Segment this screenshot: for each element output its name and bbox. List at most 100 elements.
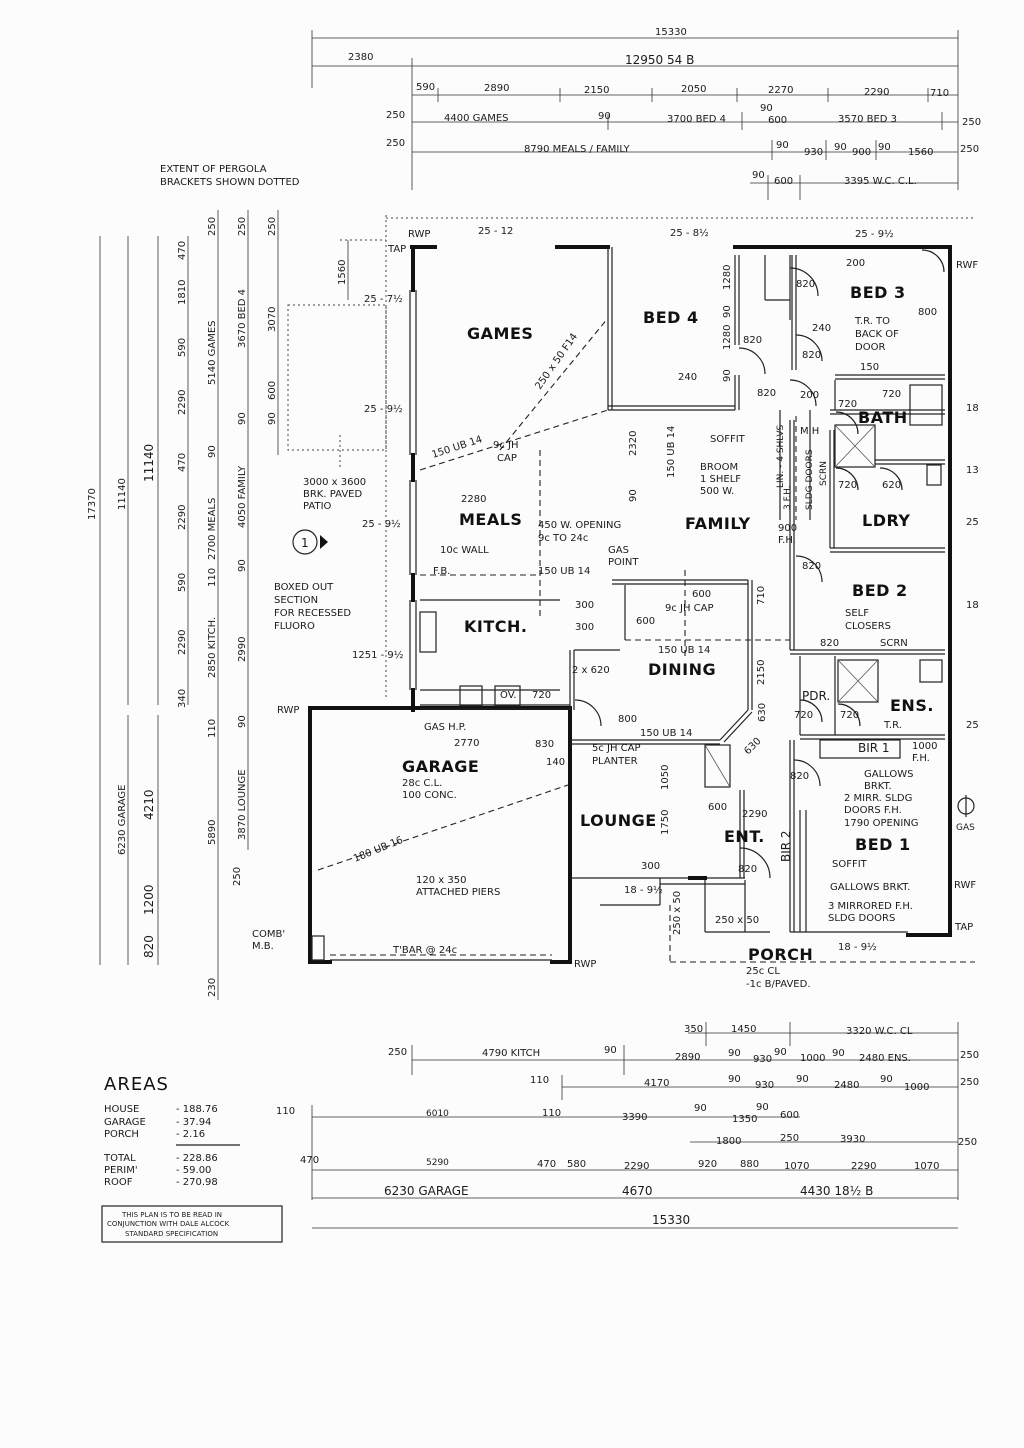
note-boxed-3: FOR RECESSED bbox=[274, 608, 351, 619]
note-300-b: 300 bbox=[575, 622, 594, 633]
bdim-250-c: 250 bbox=[960, 1077, 979, 1088]
dim-90-d: 90 bbox=[834, 142, 847, 153]
pergola-outline bbox=[287, 215, 975, 700]
note-garage-1: 28c C.L. bbox=[402, 778, 442, 789]
note-25-a: 25 bbox=[966, 517, 979, 528]
note-porch-2: -1c B/PAVED. bbox=[746, 979, 811, 990]
dim-250-d: 250 bbox=[960, 144, 979, 155]
bdim-110-a: 110 bbox=[530, 1075, 549, 1086]
area-porch-label: PORCH bbox=[104, 1129, 139, 1140]
note-gas-1: GAS bbox=[608, 545, 629, 556]
beams bbox=[317, 317, 609, 871]
note-soffit-2: SOFFIT bbox=[832, 859, 868, 870]
note-2280: 2280 bbox=[461, 494, 486, 505]
bdim-1000-a: 1000 bbox=[800, 1053, 825, 1064]
note-2290: 2290 bbox=[742, 809, 767, 820]
note-830: 830 bbox=[535, 739, 554, 750]
note-gallows-1: GALLOWS bbox=[864, 769, 913, 780]
footnote-line2: CONJUNCTION WITH DALE ALCOCK bbox=[107, 1220, 230, 1228]
plan-notes: RWP TAP RWF TAP 25 - 12 25 - 8½ 25 - 9½ … bbox=[252, 226, 979, 990]
bdim-2290-a: 2290 bbox=[624, 1161, 649, 1172]
bdim-250-a: 250 bbox=[388, 1047, 407, 1058]
note-mirr3-2: SLDG DOORS bbox=[828, 913, 895, 924]
room-bed3: BED 3 bbox=[850, 283, 906, 302]
bdim-90-e: 90 bbox=[728, 1074, 741, 1085]
note-piers-1: 120 x 350 bbox=[416, 875, 466, 886]
dim-340: 340 bbox=[177, 689, 188, 708]
note-1790: 1790 OPENING bbox=[844, 818, 919, 829]
note-150: 150 bbox=[860, 362, 879, 373]
dim-110-a: 110 bbox=[207, 568, 218, 587]
bdim-90-f: 90 bbox=[796, 1074, 809, 1085]
room-garage: GARAGE bbox=[402, 757, 479, 776]
pergola-note-line2: BRACKETS SHOWN DOTTED bbox=[160, 177, 300, 188]
note-tr-2: BACK OF bbox=[855, 329, 899, 340]
dim-2380: 2380 bbox=[348, 52, 373, 63]
dim-250-b: 250 bbox=[962, 117, 981, 128]
area-porch-value: - 2.16 bbox=[176, 1129, 205, 1140]
note-rwf-bottom: RWF bbox=[954, 880, 976, 891]
footnote-line1: THIS PLAN IS TO BE READ IN bbox=[121, 1211, 222, 1219]
note-2320: 2320 bbox=[628, 431, 639, 456]
note-3fh: 3 F.H. bbox=[783, 485, 793, 510]
bdim-110-b: 110 bbox=[276, 1106, 295, 1117]
room-ent: ENT. bbox=[724, 827, 765, 846]
note-b25-7: 25 - 7½ bbox=[364, 293, 403, 305]
dim-90-c: 90 bbox=[776, 140, 789, 151]
dim-1200: 1200 bbox=[142, 884, 156, 915]
note-140: 140 bbox=[546, 757, 565, 768]
bdim-90-g: 90 bbox=[880, 1074, 893, 1085]
dim-600-a: 600 bbox=[768, 115, 787, 126]
room-bir2: BIR 2 bbox=[779, 830, 793, 862]
dim-90-b: 90 bbox=[760, 103, 773, 114]
dim-11140-a: 11140 bbox=[117, 478, 128, 510]
area-roof-value: - 270.98 bbox=[176, 1177, 218, 1188]
dim-590-b: 590 bbox=[177, 573, 188, 592]
bdim-4790-kitch: 4790 KITCH bbox=[482, 1048, 540, 1059]
note-820-a: 820 bbox=[796, 279, 815, 290]
note-240-b: 240 bbox=[812, 323, 831, 334]
area-total-label: TOTAL bbox=[103, 1153, 136, 1164]
dim-12950: 12950 54 B bbox=[625, 53, 694, 67]
bdim-110-c: 110 bbox=[542, 1108, 561, 1119]
dim-250-e: 250 bbox=[207, 217, 218, 236]
room-labels: GAMES BED 4 BED 3 BATH LDRY BED 2 MEALS … bbox=[402, 283, 933, 964]
note-1280-a: 1280 bbox=[722, 265, 733, 290]
dim-600-c: 600 bbox=[267, 381, 278, 400]
note-150ub14-c: 150 UB 14 bbox=[666, 426, 677, 478]
note-rwp-right: RWF bbox=[956, 260, 978, 271]
dim-2290-b: 2290 bbox=[177, 505, 188, 530]
note-gas-hp: GAS H.P. bbox=[424, 722, 466, 733]
room-bed4: BED 4 bbox=[643, 308, 699, 327]
note-720-d: 720 bbox=[532, 690, 551, 701]
internal-walls bbox=[419, 247, 945, 933]
note-820-e: 820 bbox=[802, 561, 821, 572]
room-bed1: BED 1 bbox=[855, 835, 911, 854]
note-90-a: 90 bbox=[628, 489, 639, 502]
dim-1810: 1810 bbox=[177, 280, 188, 305]
top-dimensions: 15330 2380 12950 54 B 590 2890 2150 2050… bbox=[311, 27, 981, 200]
dim-90-e: 90 bbox=[878, 142, 891, 153]
room-ldry: LDRY bbox=[862, 511, 911, 530]
room-meals: MEALS bbox=[459, 510, 522, 529]
bdim-1000-b: 1000 bbox=[904, 1082, 929, 1093]
note-b25-9b: 25 - 9½ bbox=[362, 518, 401, 530]
room-dining: DINING bbox=[648, 660, 716, 679]
dim-470-b: 470 bbox=[177, 453, 188, 472]
note-opening-2: 9c TO 24c bbox=[538, 533, 588, 544]
dim-90-f: 90 bbox=[752, 170, 765, 181]
dim-2150: 2150 bbox=[584, 85, 609, 96]
dim-2700-meals: 2700 MEALS bbox=[207, 498, 218, 560]
note-mirr3-1: 3 MIRRORED F.H. bbox=[828, 901, 913, 912]
bdim-4170: 4170 bbox=[644, 1078, 669, 1089]
bdim-250-d: 250 bbox=[780, 1133, 799, 1144]
note-150ub14-e: 150 UB 14 bbox=[640, 728, 692, 739]
dim-470-a: 470 bbox=[177, 241, 188, 260]
note-comb-1: COMB' bbox=[252, 929, 285, 940]
note-720-e: 720 bbox=[794, 710, 813, 721]
bdim-1450: 1450 bbox=[731, 1024, 756, 1035]
bdim-90-i: 90 bbox=[756, 1102, 769, 1113]
note-mh: M H bbox=[800, 426, 819, 437]
note-710: 710 bbox=[756, 586, 767, 605]
meter-box bbox=[311, 935, 325, 961]
